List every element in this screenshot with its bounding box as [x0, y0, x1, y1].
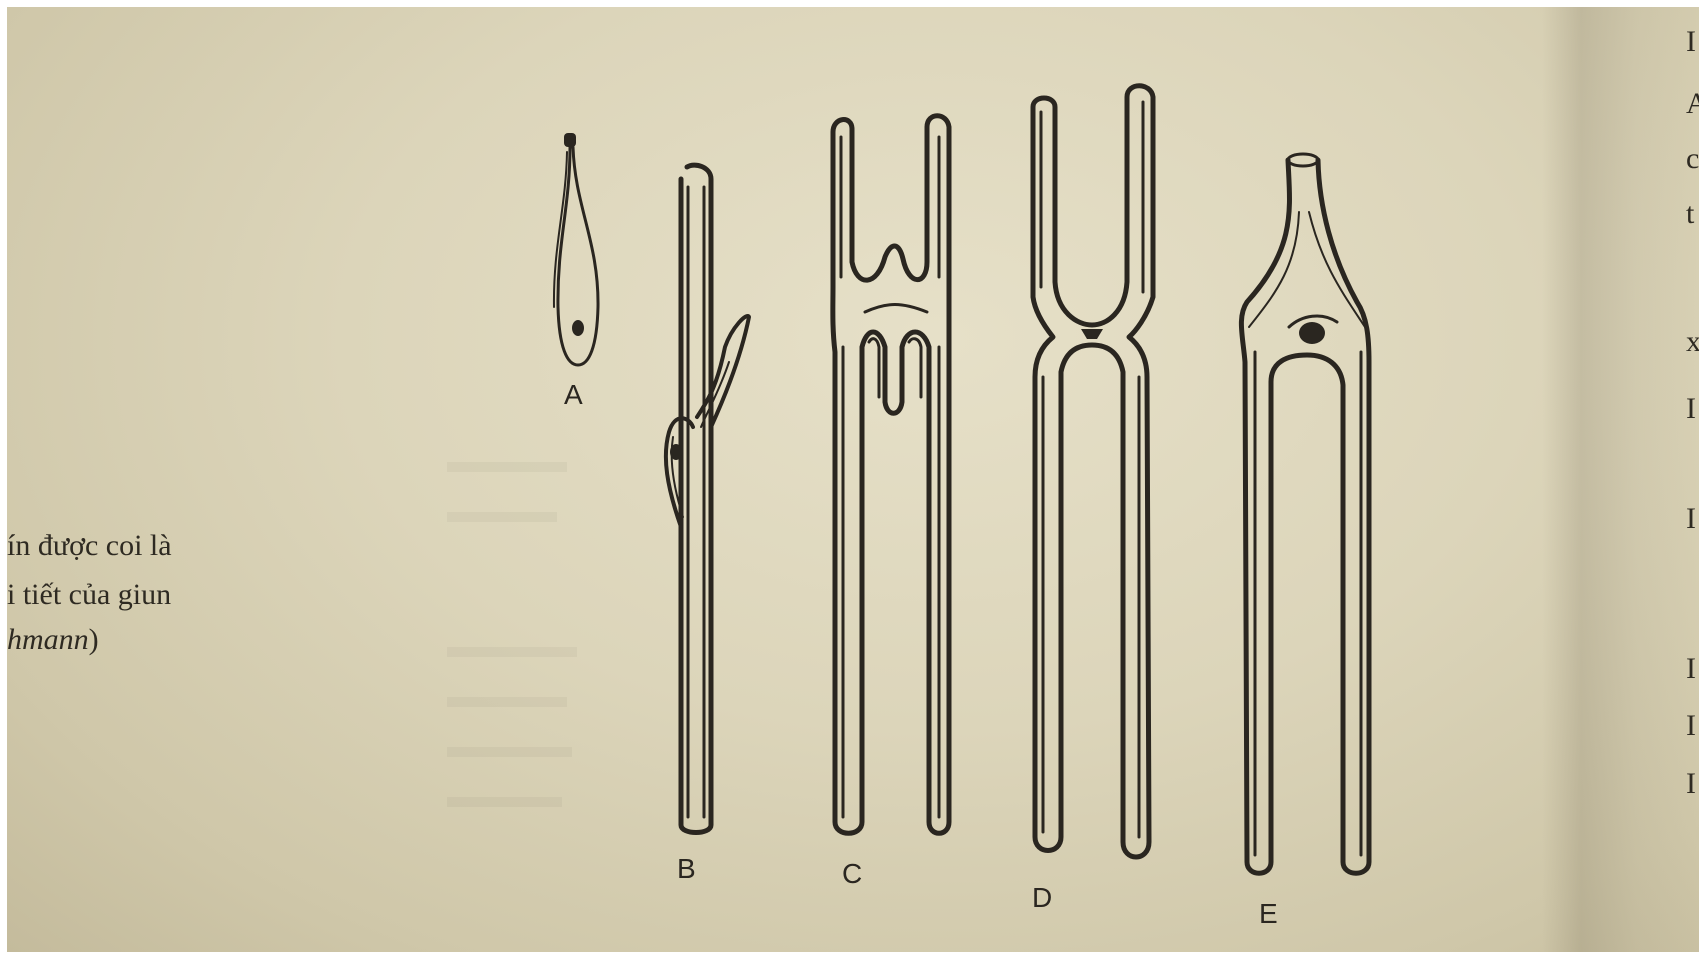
- edge-char: I: [1686, 25, 1696, 59]
- figure-label-b: B: [677, 853, 696, 885]
- drawing-a: [554, 133, 598, 365]
- book-page-photo: ín được coi là i tiết của giun hmann): [7, 7, 1699, 952]
- edge-char: I: [1686, 709, 1696, 743]
- figure-label-a: A: [564, 379, 583, 411]
- figure-label-c: C: [842, 858, 862, 890]
- drawing-b: [666, 165, 749, 832]
- edge-char: I: [1686, 767, 1696, 801]
- drawing-d: [1033, 86, 1153, 857]
- figure-label-d: D: [1032, 882, 1052, 914]
- figure-label-e: E: [1259, 898, 1278, 930]
- drawing-c: [833, 116, 949, 834]
- edge-char: c: [1686, 142, 1699, 176]
- edge-char: A: [1686, 87, 1699, 121]
- edge-char: x: [1686, 325, 1699, 359]
- edge-char: t: [1686, 197, 1694, 231]
- edge-char: I: [1686, 392, 1696, 426]
- drawing-e: [1241, 154, 1369, 873]
- edge-char: I: [1686, 502, 1696, 536]
- edge-char: I: [1686, 652, 1696, 686]
- excretory-cell-drawings: [7, 7, 1699, 952]
